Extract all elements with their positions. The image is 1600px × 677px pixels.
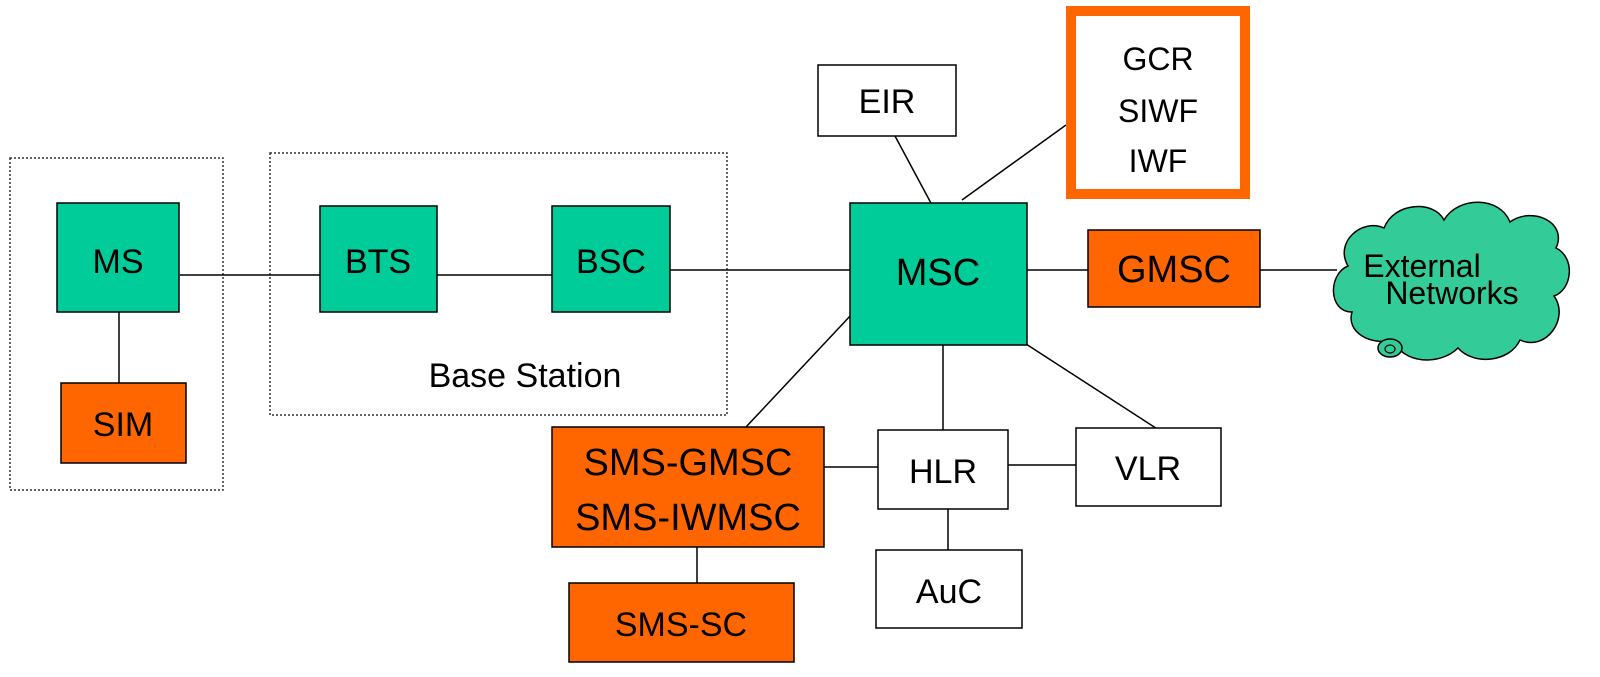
siwf-label: SIWF: [1118, 93, 1198, 129]
vlr-label: VLR: [1115, 450, 1181, 488]
networks-label: Networks: [1385, 275, 1518, 311]
bsc-label: BSC: [576, 243, 646, 281]
external-networks-cloud: External Networks: [1332, 201, 1571, 361]
msc-node: MSC: [849, 202, 1028, 346]
auc-node: AuC: [875, 549, 1023, 629]
auc-label: AuC: [916, 573, 982, 611]
base-station-group: [269, 152, 728, 416]
base-station-label: Base Station: [429, 357, 622, 395]
eir-label: EIR: [859, 83, 916, 121]
external-label: External: [1363, 248, 1480, 284]
iwf-label: IWF: [1129, 143, 1188, 179]
mobile-station-group: [9, 157, 224, 491]
msc-label: MSC: [896, 252, 980, 294]
sms-sc-node: SMS-SC: [568, 582, 795, 663]
hlr-node: HLR: [877, 429, 1009, 510]
eir-node: EIR: [817, 64, 957, 137]
bsc-node: BSC: [551, 205, 671, 313]
sim-label: SIM: [93, 406, 153, 444]
gcr-label: GCR: [1122, 41, 1193, 77]
gcr-siwf-iwf-node: GCR SIWF IWF: [1066, 6, 1250, 199]
gmsc-node: GMSC: [1087, 229, 1261, 308]
sms-gmsc-label: SMS-GMSC: [584, 442, 793, 484]
sim-node: SIM: [60, 382, 187, 464]
link-gcr-msc: [961, 124, 1067, 201]
bts-label: BTS: [345, 243, 411, 281]
sms-sc-label: SMS-SC: [615, 606, 747, 644]
ms-node: MS: [56, 202, 180, 313]
ms-label: MS: [93, 243, 144, 281]
bts-node: BTS: [319, 205, 438, 313]
link-msc-smsgw: [745, 313, 853, 428]
sms-iwmsc-label: SMS-IWMSC: [575, 497, 801, 539]
connections: [118, 124, 1337, 583]
link-msc-vlr: [1025, 343, 1163, 433]
link-eir-msc: [894, 135, 933, 206]
gmsc-label: GMSC: [1117, 249, 1231, 291]
hlr-label: HLR: [909, 453, 977, 491]
cloud-tiny-bubble: [1384, 344, 1396, 354]
sms-gateway-node: SMS-GMSC SMS-IWMSC: [551, 426, 825, 548]
vlr-node: VLR: [1075, 427, 1222, 507]
